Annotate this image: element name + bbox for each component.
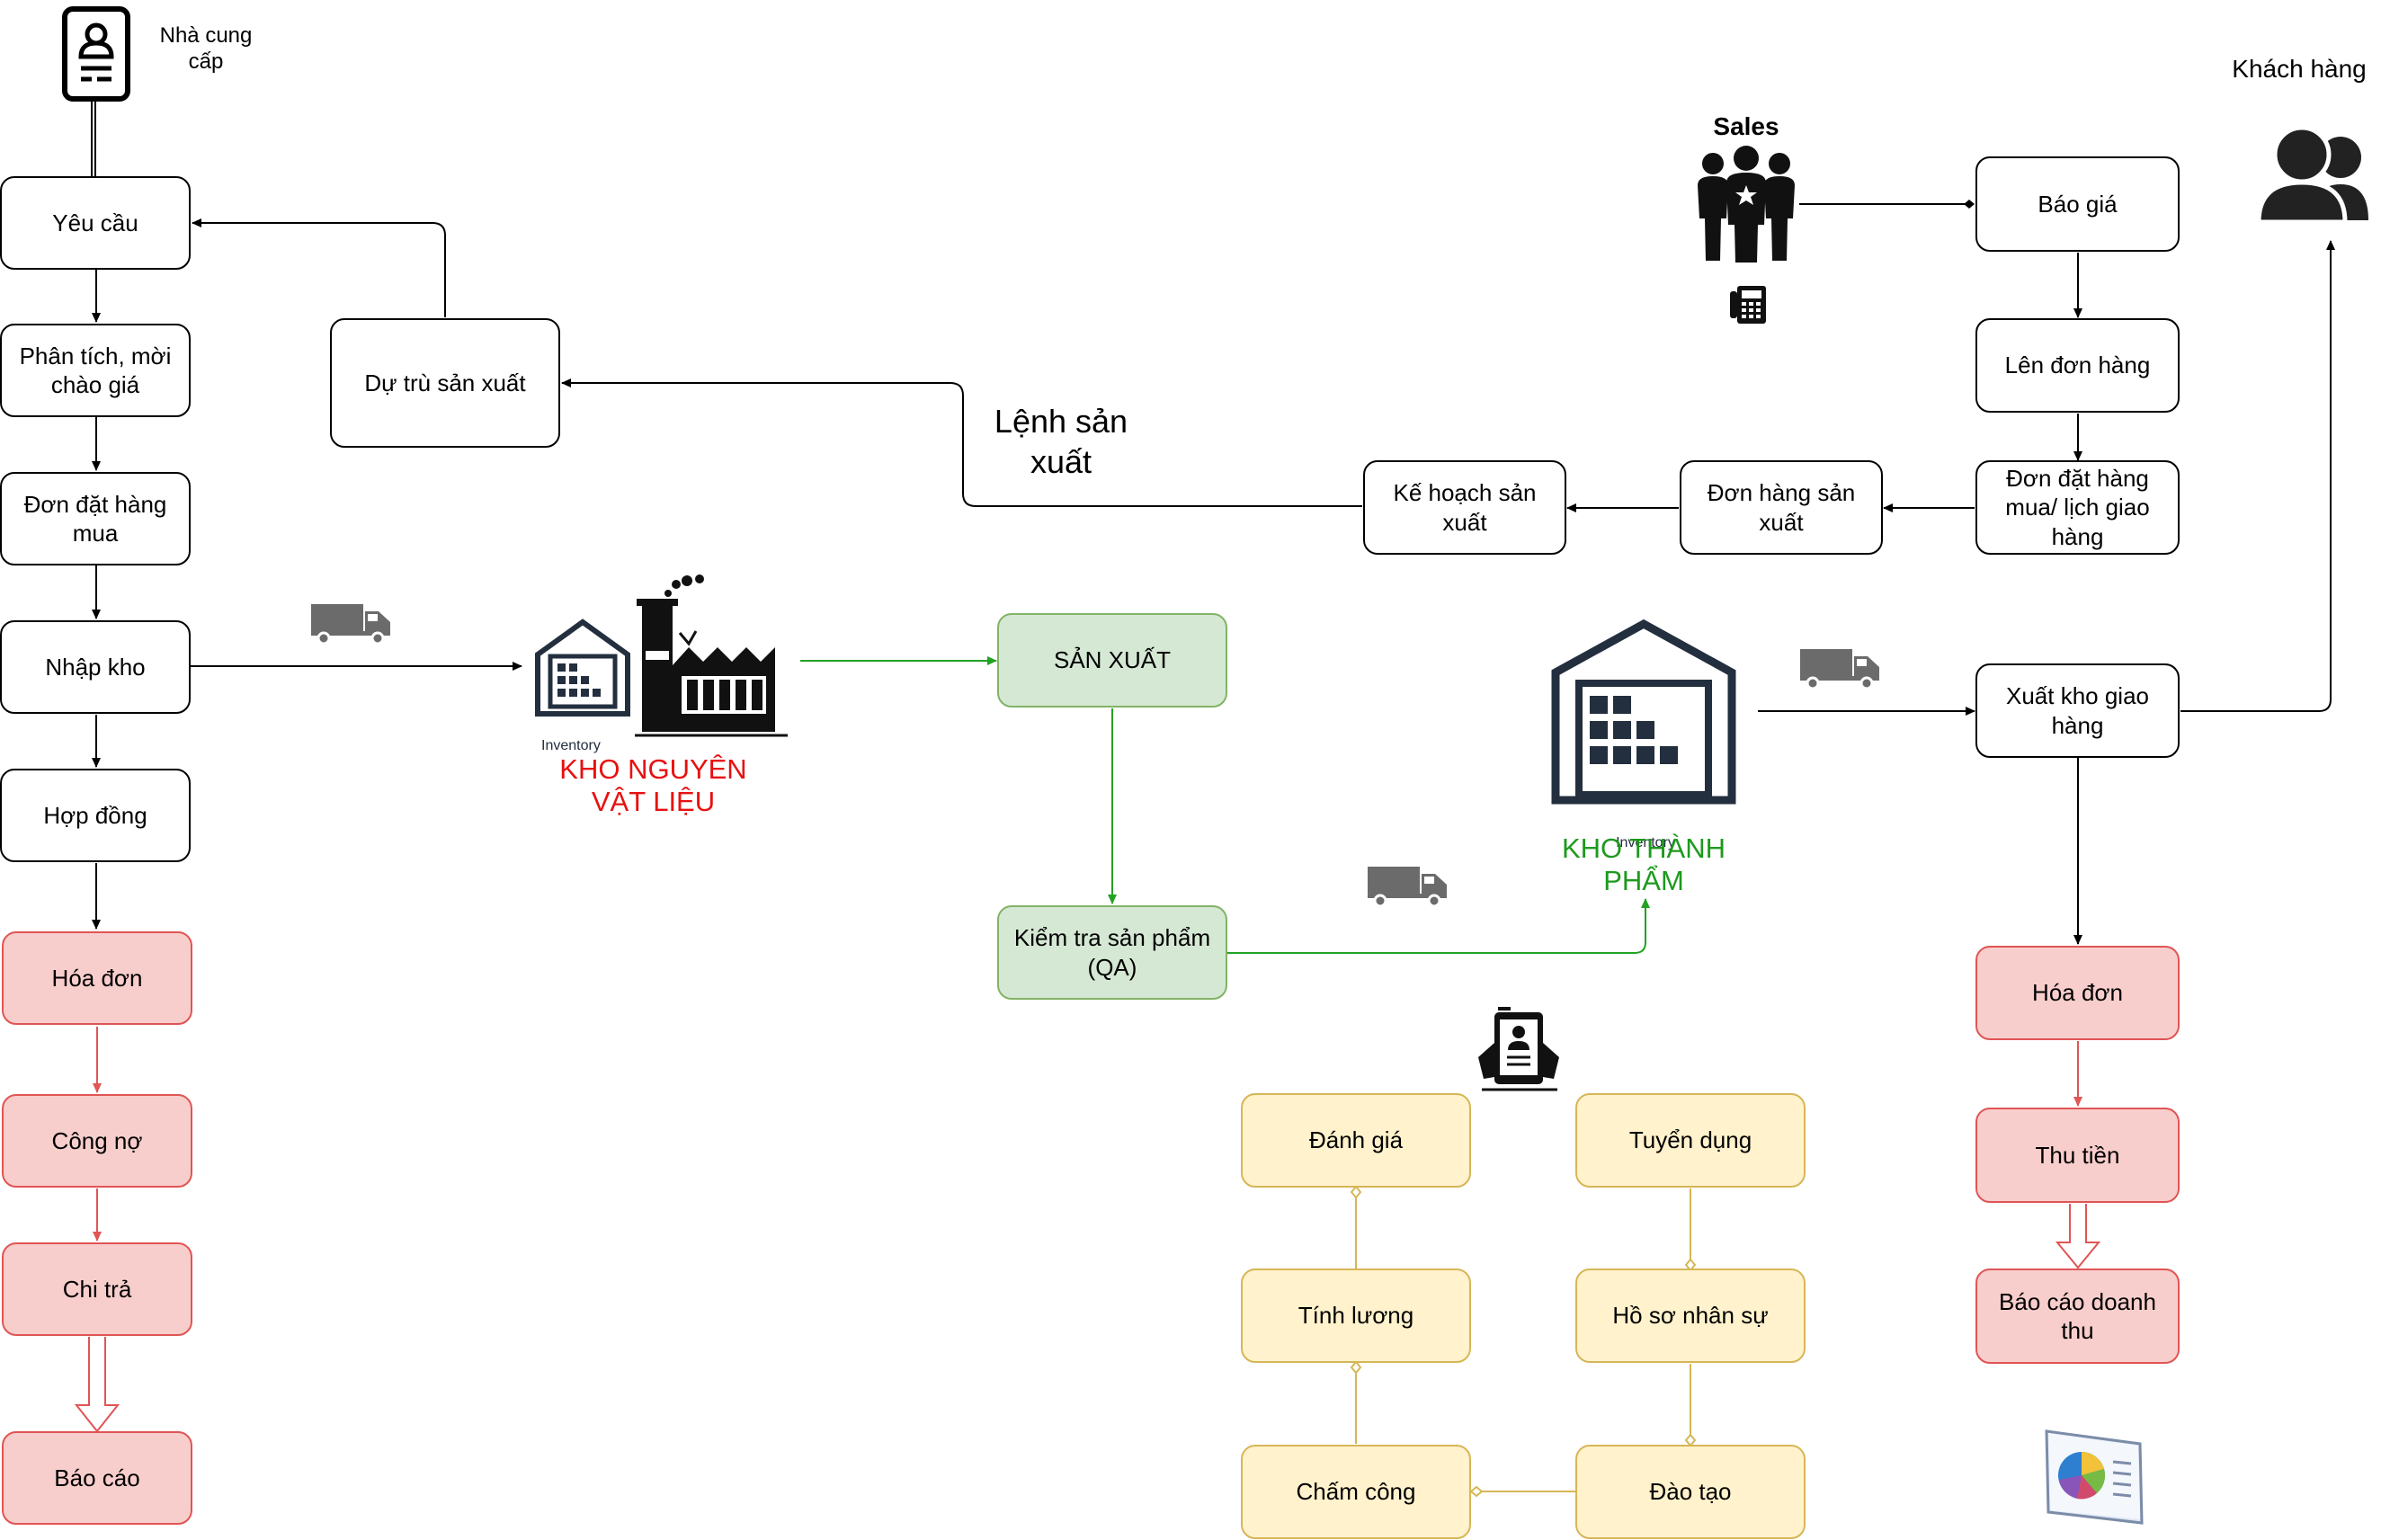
truck-icon (1368, 867, 1447, 908)
sales-label: Sales (1713, 112, 1779, 140)
purchase-report-node[interactable]: Báo cáo (2, 1431, 192, 1525)
phone-icon (1730, 286, 1766, 324)
factory-icon (635, 574, 788, 737)
goods-receipt-node[interactable]: Nhập kho (0, 620, 191, 714)
customers-icon (2256, 125, 2368, 225)
purchasing-red-connectors (74, 1027, 120, 1433)
tablet-profile-icon (1478, 1007, 1559, 1091)
contact-card-icon (62, 6, 130, 102)
quotation-node[interactable]: Báo giá (1975, 156, 2180, 252)
training-node[interactable]: Đào tạo (1575, 1445, 1806, 1539)
timekeeping-node[interactable]: Chấm công (1241, 1445, 1471, 1539)
delivery-node[interactable]: Xuất kho giao hàng (1975, 663, 2180, 758)
purchase-order-node[interactable]: Đơn đặt hàng mua (0, 472, 191, 565)
production-plan-node[interactable]: Kế hoạch sản xuất (1363, 460, 1566, 555)
sales-order-node[interactable]: Lên đơn hàng (1975, 318, 2180, 413)
purchase-schedule-node[interactable]: Đơn đặt hàng mua/ lịch giao hàng (1975, 460, 2180, 555)
production-order-node[interactable]: Đơn hàng sản xuất (1680, 460, 1883, 555)
request-node[interactable]: Yêu cầu (0, 176, 191, 270)
raw-warehouse-caption: Inventory (541, 738, 601, 753)
warehouse-icon (535, 619, 630, 717)
finished-warehouse-caption: Inventory (1616, 835, 1675, 850)
production-connectors (800, 656, 1650, 954)
evaluation-node[interactable]: Đánh giá (1241, 1093, 1471, 1188)
contract-node[interactable]: Hợp đồng (0, 769, 191, 862)
sales-team-icon (1698, 146, 1795, 263)
recruitment-node[interactable]: Tuyển dụng (1575, 1093, 1806, 1188)
supplier-label: Nhà cung cấp (159, 23, 253, 74)
sales-invoice-node[interactable]: Hóa đơn (1975, 946, 2180, 1040)
truck-icon (1800, 649, 1879, 690)
analysis-node[interactable]: Phân tích, mời chào giá (0, 324, 191, 417)
sales-connectors (1566, 200, 2335, 945)
warehouse-icon (1551, 619, 1736, 805)
manufacture-node[interactable]: SẢN XUẤT (997, 613, 1227, 708)
revenue-report-node[interactable]: Báo cáo doanh thu (1975, 1268, 2180, 1364)
purchase-invoice-node[interactable]: Hóa đơn (2, 931, 192, 1025)
customer-label: Khách hàng (2232, 55, 2367, 83)
truck-icon (311, 604, 390, 645)
employee-records-node[interactable]: Hồ sơ nhân sự (1575, 1268, 1806, 1363)
finished-warehouse-label: KHO THÀNH PHẨM (1561, 832, 1726, 896)
pie-chart-board-icon (2045, 1429, 2144, 1525)
production-reserve-node[interactable]: Dự trù sản xuất (330, 318, 560, 448)
qa-node[interactable]: Kiểm tra sản phẩm (QA) (997, 905, 1227, 1000)
payable-node[interactable]: Công nợ (2, 1094, 192, 1188)
sales-red-connectors (2055, 1041, 2101, 1269)
raw-warehouse-label: KHO NGUYÊN VẬT LIỆU (559, 753, 747, 817)
production-order-label: Lệnh sản xuất (994, 403, 1128, 480)
payroll-node[interactable]: Tính lương (1241, 1268, 1471, 1363)
collection-node[interactable]: Thu tiền (1975, 1108, 2180, 1203)
purchasing-connectors (91, 75, 1362, 930)
payment-node[interactable]: Chi trả (2, 1242, 192, 1336)
hr-connectors (1356, 1187, 1690, 1491)
